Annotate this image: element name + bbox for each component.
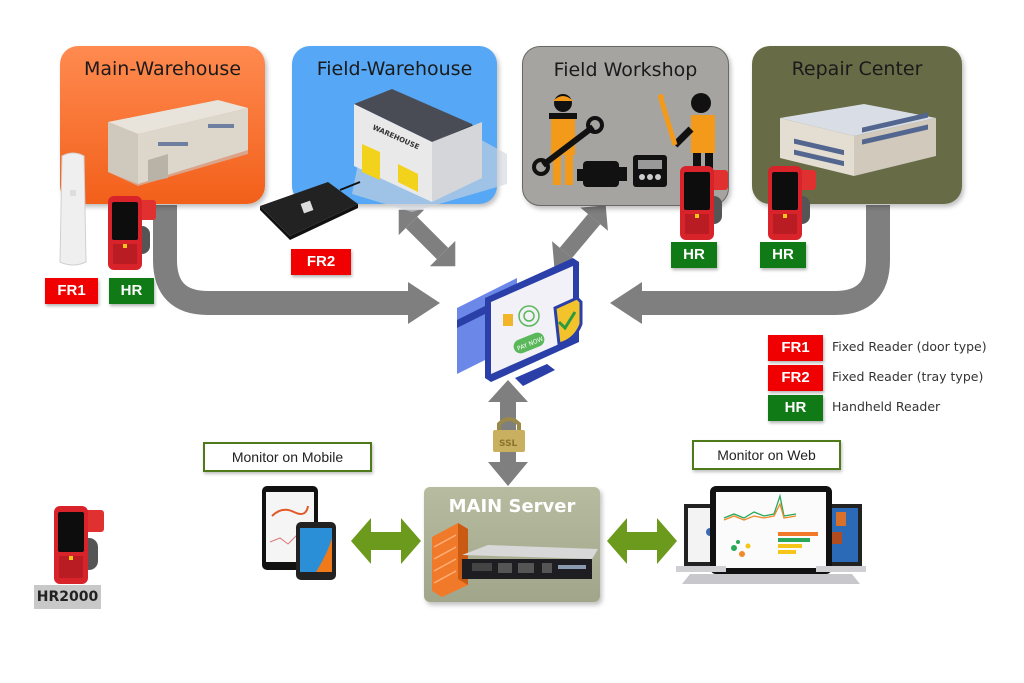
tag-fr2-field-warehouse: FR2 [291,249,351,275]
tag-fr1-main: FR1 [45,278,98,304]
handheld-reader-icon [680,166,728,240]
fixed-door-reader-icon [59,152,87,266]
field-warehouse-building-icon: WAREHOUSE [352,89,507,212]
rack-server-icon [462,545,598,579]
site-title: Main-Warehouse [83,58,242,80]
legend-label: Fixed Reader (door type) [832,339,987,354]
legend-code: FR2 [768,365,823,391]
ssl-lock-icon: SSL [493,417,525,452]
monitor-on-web-label: Monitor on Web [692,440,841,470]
tag-hr-main: HR [109,278,154,304]
tag-hr-repair: HR [760,242,806,268]
site-main-warehouse: Main-Warehouse [60,46,265,204]
site-title: Repair Center [791,58,923,80]
legend-code: HR [768,395,823,421]
legend-code: FR1 [768,335,823,361]
handheld-reader-icon [768,166,816,240]
fixed-tray-reader-icon [260,181,361,240]
laptops-dashboard-icon [676,486,866,584]
handheld-reader-icon [108,196,156,270]
main-server-title: MAIN Server [448,496,576,517]
mechanic-icon [532,94,604,185]
secure-terminal-icon: PAY NOW [457,258,583,386]
ssl-label: SSL [499,439,518,449]
engine-icon [577,161,627,187]
main-server-box: MAIN Server [424,487,600,602]
site-title: Field Workshop [553,59,698,81]
repair-center-building-icon [780,104,936,176]
tablet-and-phone-icon [262,486,336,580]
legend-label: Handheld Reader [832,399,941,414]
arrow-main-warehouse-to-hub [153,205,410,315]
welding-machine-icon [633,155,667,187]
green-double-arrow-mobile [351,518,421,564]
warehouse-building-icon [108,100,248,186]
tag-hr-workshop: HR [671,242,717,268]
arrow-head-left [408,282,440,324]
arrow-repair-center-to-hub [640,205,890,315]
hr2000-label: HR2000 [34,585,101,609]
site-field-warehouse: Field-Warehouse WAREHOUSE [292,46,507,212]
hr2000-device-icon [54,506,104,584]
monitor-on-mobile-label: Monitor on Mobile [203,442,372,472]
arrow-down-to-server [488,462,528,486]
arrow-head-right [610,282,642,324]
legend-label: Fixed Reader (tray type) [832,369,984,384]
arrow-up-to-hub [488,380,528,402]
site-title: Field-Warehouse [316,58,473,80]
green-double-arrow-web [607,518,677,564]
